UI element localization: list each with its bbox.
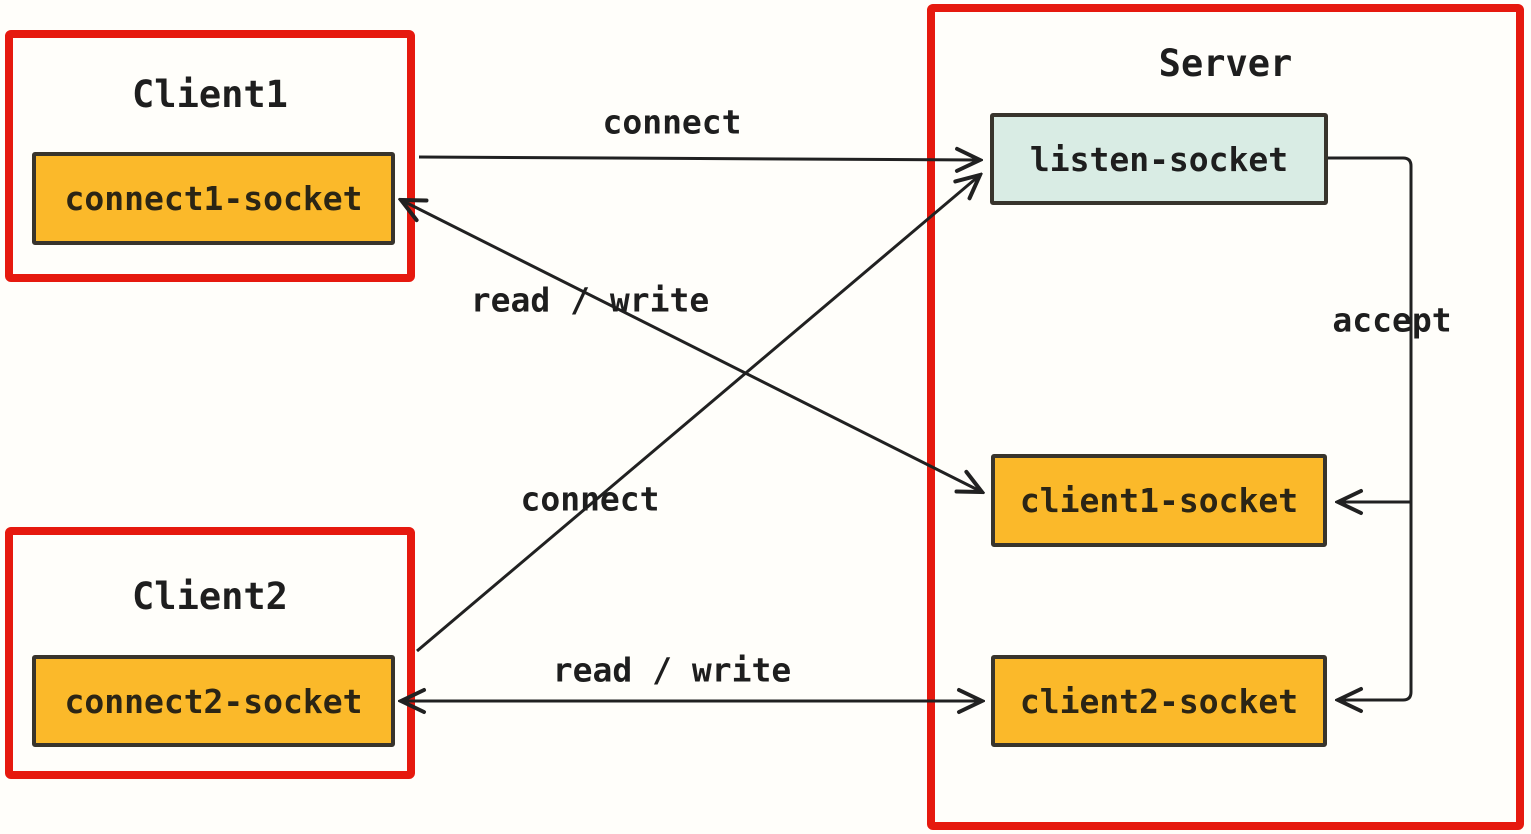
client1-socket-box: client1-socket — [991, 454, 1327, 547]
server-title: Server — [1158, 42, 1293, 85]
label-read-write-top: read / write — [470, 280, 710, 320]
label-connect-top: connect — [602, 102, 742, 142]
client1-title: Client1 — [132, 73, 288, 116]
client1-box: Client1 connect1-socket — [5, 30, 415, 282]
connect1-socket-box: connect1-socket — [32, 152, 395, 245]
connect2-socket-box: connect2-socket — [32, 655, 395, 747]
label-accept: accept — [1332, 300, 1452, 340]
client2-title: Client2 — [132, 575, 288, 618]
client2-box: Client2 connect2-socket — [5, 527, 415, 779]
client2-socket-box: client2-socket — [991, 655, 1327, 747]
listen-socket-box: listen-socket — [990, 113, 1328, 205]
edge-readwrite-connect1-client1 — [401, 200, 982, 492]
label-connect-mid: connect — [520, 479, 660, 519]
label-read-write-bottom: read / write — [552, 650, 792, 690]
server-box: Server listen-socket client1-socket clie… — [927, 4, 1524, 830]
edge-connect-client1-to-listen — [418, 157, 980, 160]
edge-connect-client2-to-listen — [416, 175, 980, 653]
